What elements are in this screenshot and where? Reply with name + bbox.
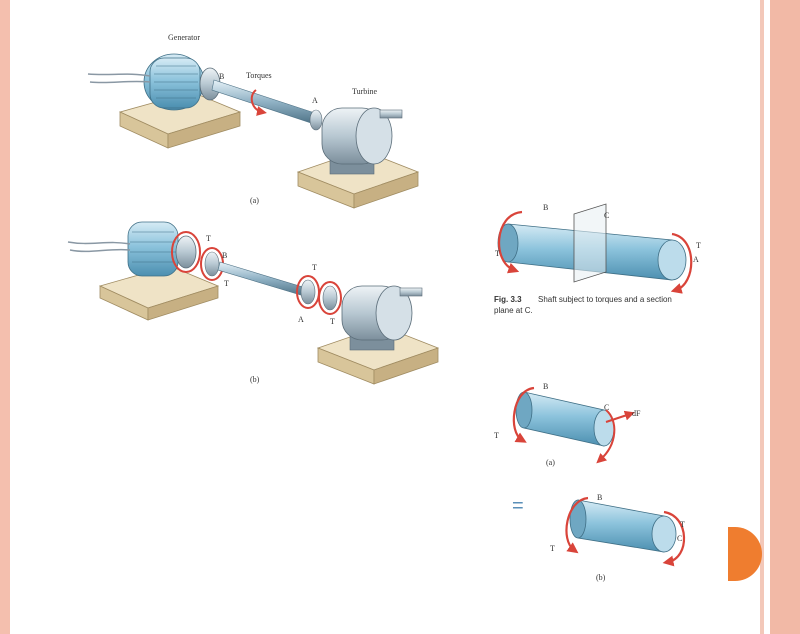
torque-arrow-left [498,210,523,274]
subfigure-label: (b) [250,375,260,384]
turbine-pipe [379,109,403,119]
generator-housing [127,221,179,277]
point-b-label: B [543,382,548,391]
slide-left-border [0,0,10,634]
shaft-segment [577,499,665,553]
slide-right-rule [760,0,764,634]
torque-label: T [494,431,499,440]
point-b-label: B [222,251,227,260]
torque-label-right: T [696,241,701,250]
generator-cable [89,80,151,84]
figure-a-generator-turbine: Generator Torques Turbine B A (a) [87,33,420,209]
point-a-label: A [312,96,318,105]
shaft-end-right [651,515,677,553]
shaft-end-right [657,239,687,281]
torque-label-right: T [680,520,685,529]
torque-label-t: T [206,234,211,243]
figure-section-a: B C dF T (a) [494,382,641,467]
generator-cable [87,73,151,77]
point-c-label: C [604,403,609,412]
generator-housing [149,57,201,109]
torque-label: Torques [246,71,272,80]
torque-label-t: T [224,279,229,288]
generator-base-front [147,285,219,321]
turbine-face [355,107,393,165]
point-b-label: B [597,493,602,502]
generator-label: Generator [168,33,200,42]
shaft-end-left [569,499,587,539]
internal-torque-arrow [596,409,616,464]
turbine-face [375,285,413,341]
point-b-label: B [219,72,224,81]
figure-section-b: B C T T (b) [550,493,686,582]
generator-cable [67,241,131,245]
torque-label-left: T [495,249,500,258]
turbine-pipe [399,287,423,297]
shaft-end-left [515,391,533,429]
turbine-coupling [309,109,323,131]
connecting-shaft [217,261,307,297]
point-a-label: A [693,255,699,264]
point-a-label: A [298,315,304,324]
figure-b-free-body: T B T T A T (b) [67,221,440,385]
generator-flange [175,235,197,269]
generator-cable [69,248,131,253]
torque-arrow-right [662,510,686,567]
turbine-label: Turbine [352,87,377,96]
figure-caption-line1: Shaft subject to torques and a section [538,295,672,304]
shaft-segment [523,391,605,447]
subfigure-label: (a) [546,458,555,467]
torque-ring [318,281,342,315]
figure-caption-line2: plane at C. [494,306,533,315]
shaft-coupling-a [300,279,316,305]
torque-arrow-left [565,496,589,554]
torque-label-left: T [550,544,555,553]
generator-base-front [167,111,241,149]
torque-arrow-left [512,386,535,443]
turbine-base-front [373,347,439,385]
turbine-coupling [322,285,338,311]
point-c-label: C [677,534,682,543]
force-arrow-df [605,410,635,423]
torque-arrow-right [670,232,693,294]
point-c-label: C [604,211,609,220]
point-b-label: B [543,203,548,212]
torque-label-t: T [312,263,317,272]
force-label: dF [632,409,641,418]
torque-label-t: T [330,317,335,326]
subfigure-label: (b) [596,573,606,582]
equals-sign: = [512,495,524,517]
subfigure-label: (a) [250,196,259,205]
figure-shaft-section: B C A T T Fig. 3.3 Shaft subject to torq… [494,203,701,315]
torque-ring [171,231,201,273]
section-plane [573,203,607,283]
shaft-coupling-b [204,251,220,277]
torque-arrow [250,89,267,116]
slide-right-border [770,0,800,634]
figure-number: Fig. 3.3 [494,295,522,304]
turbine-base-front [353,171,419,209]
